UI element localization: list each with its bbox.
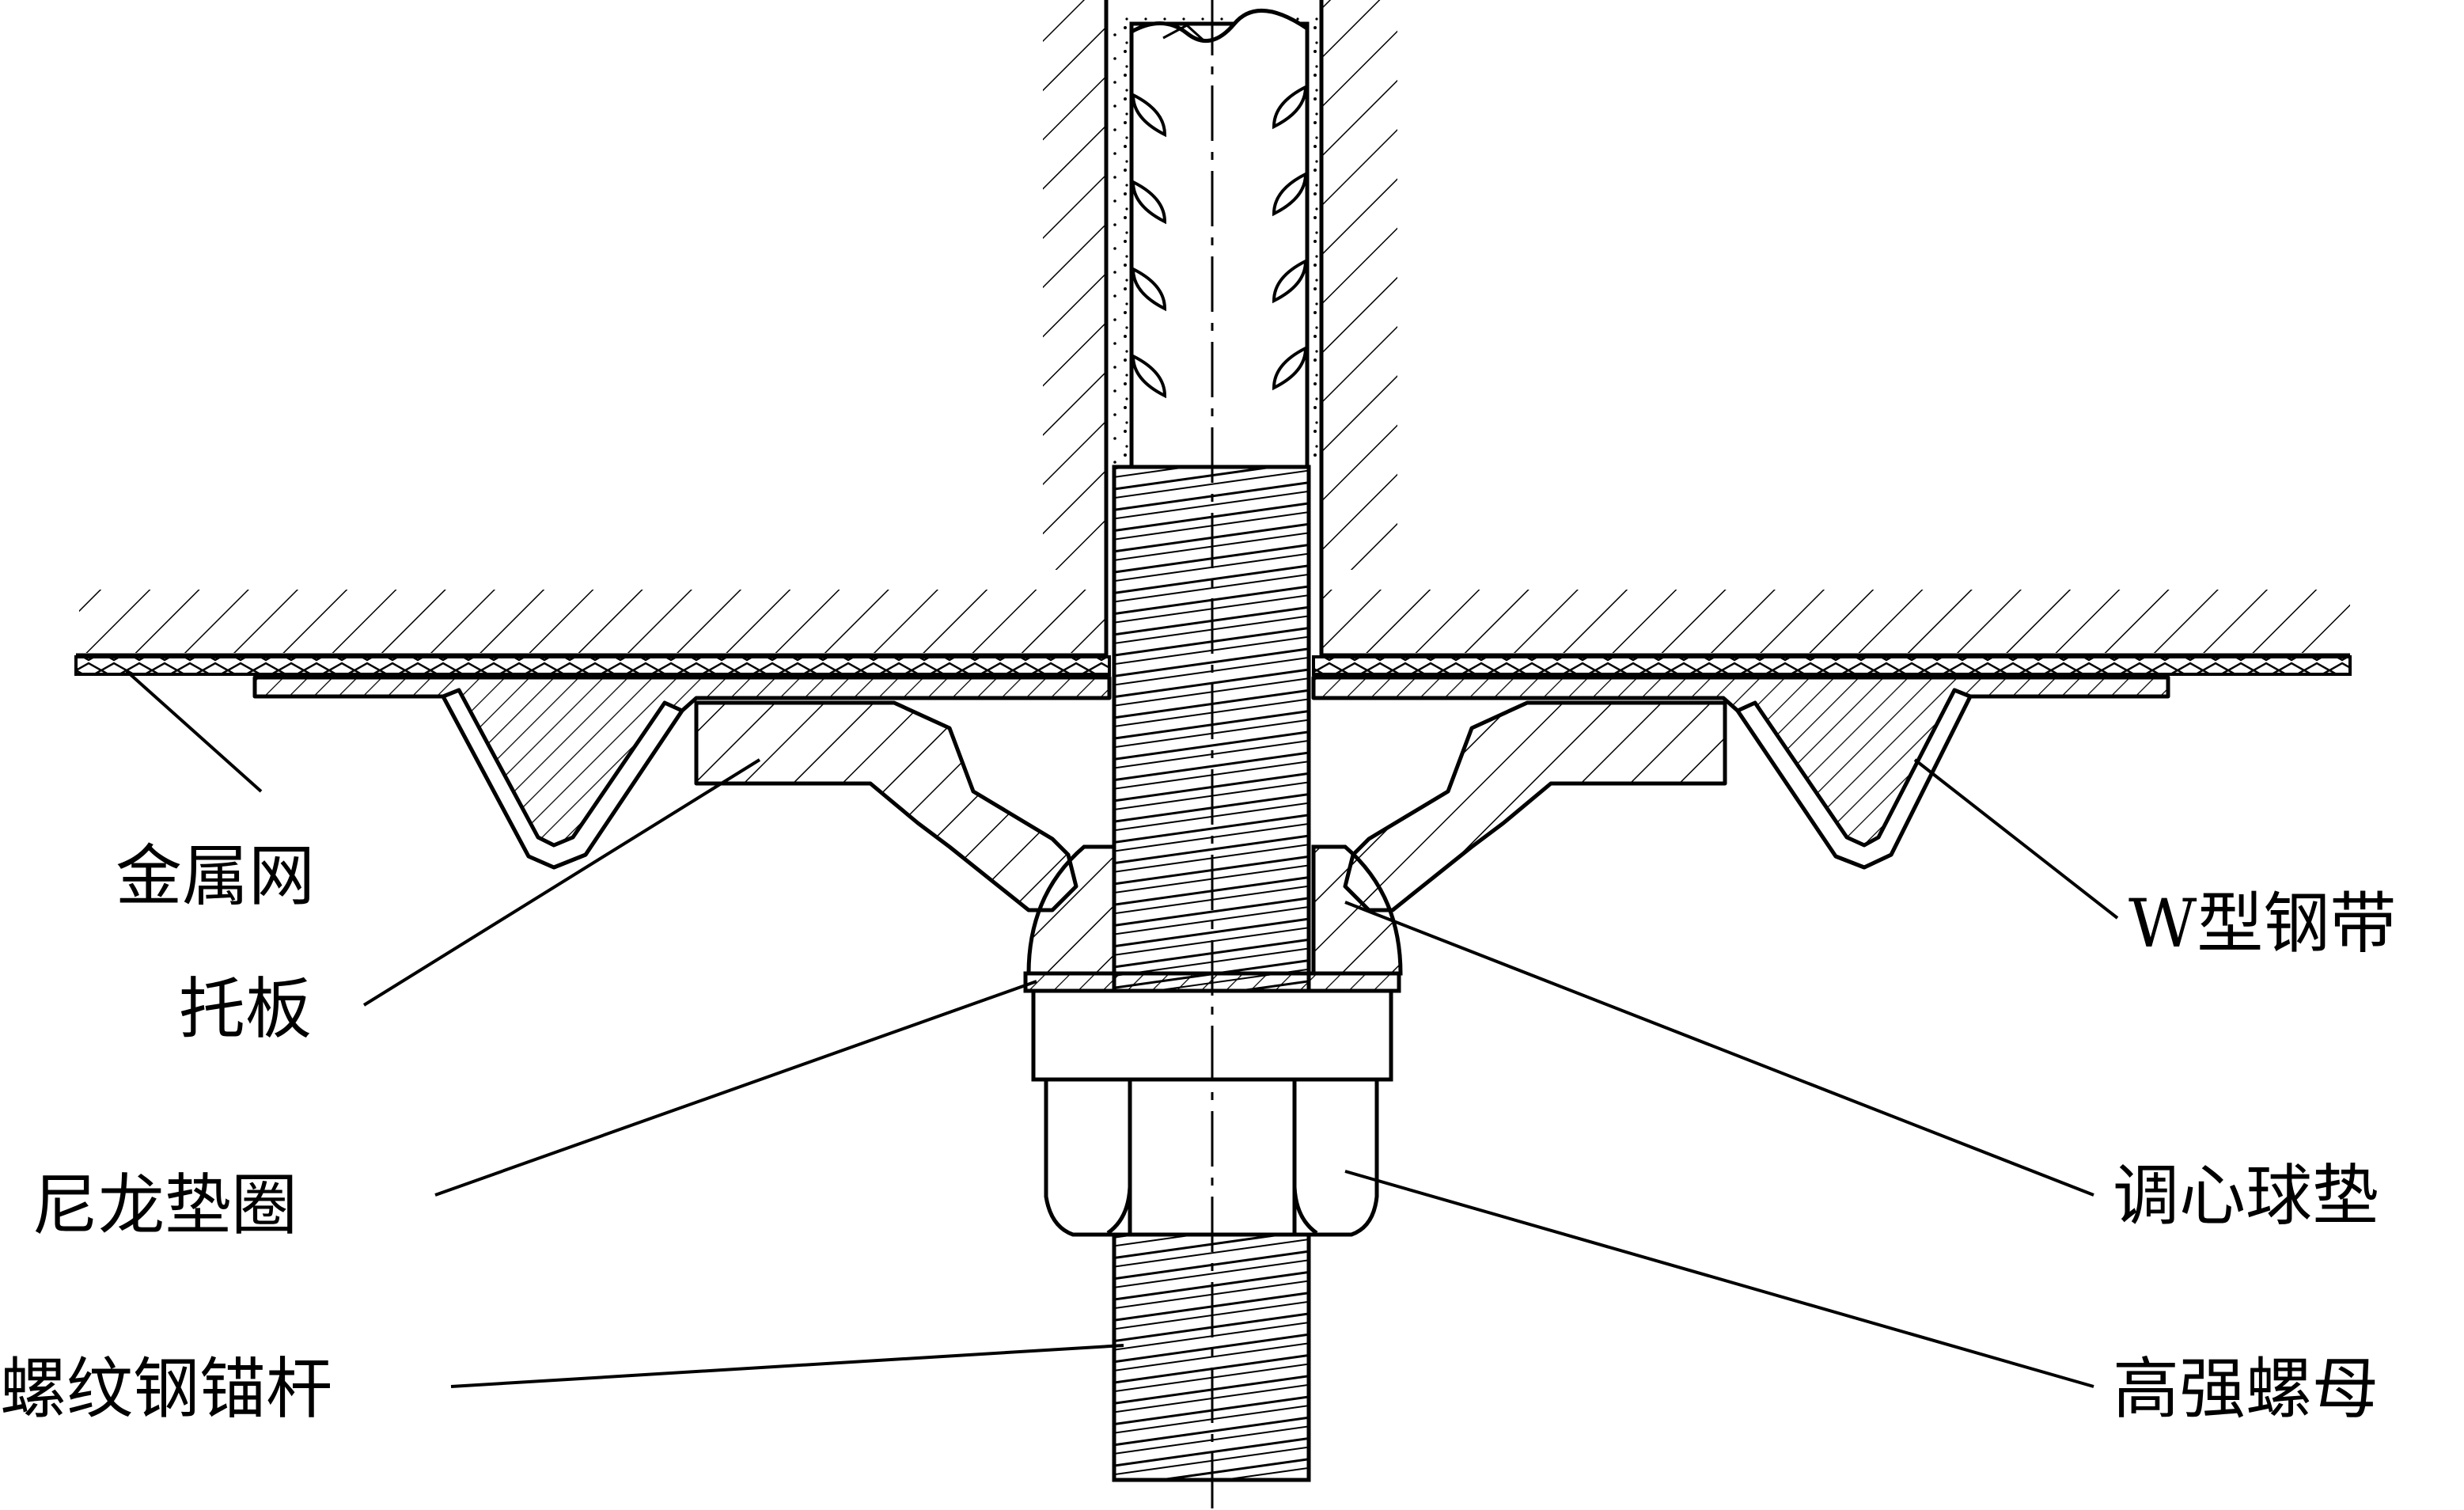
w-steel-strip [252, 675, 2170, 870]
label-w-steel-strip: W型钢带 [2129, 885, 2396, 962]
label-ball-washer: 调心球垫 [2113, 1157, 2379, 1235]
label-threaded-steel-anchor: 螺纹钢锚杆 [0, 1350, 332, 1428]
label-pallet-plate: 托板 [179, 970, 312, 1048]
label-metal-mesh: 金属网 [116, 837, 315, 915]
label-high-strength-nut: 高强螺母 [2113, 1350, 2379, 1428]
rock-mass [76, 0, 2350, 658]
metal-mesh [74, 655, 2352, 676]
rebar-section [1129, 8, 1310, 469]
label-nylon-washer: 尼龙垫圈 [32, 1167, 298, 1244]
leader-lines [125, 670, 2119, 1388]
